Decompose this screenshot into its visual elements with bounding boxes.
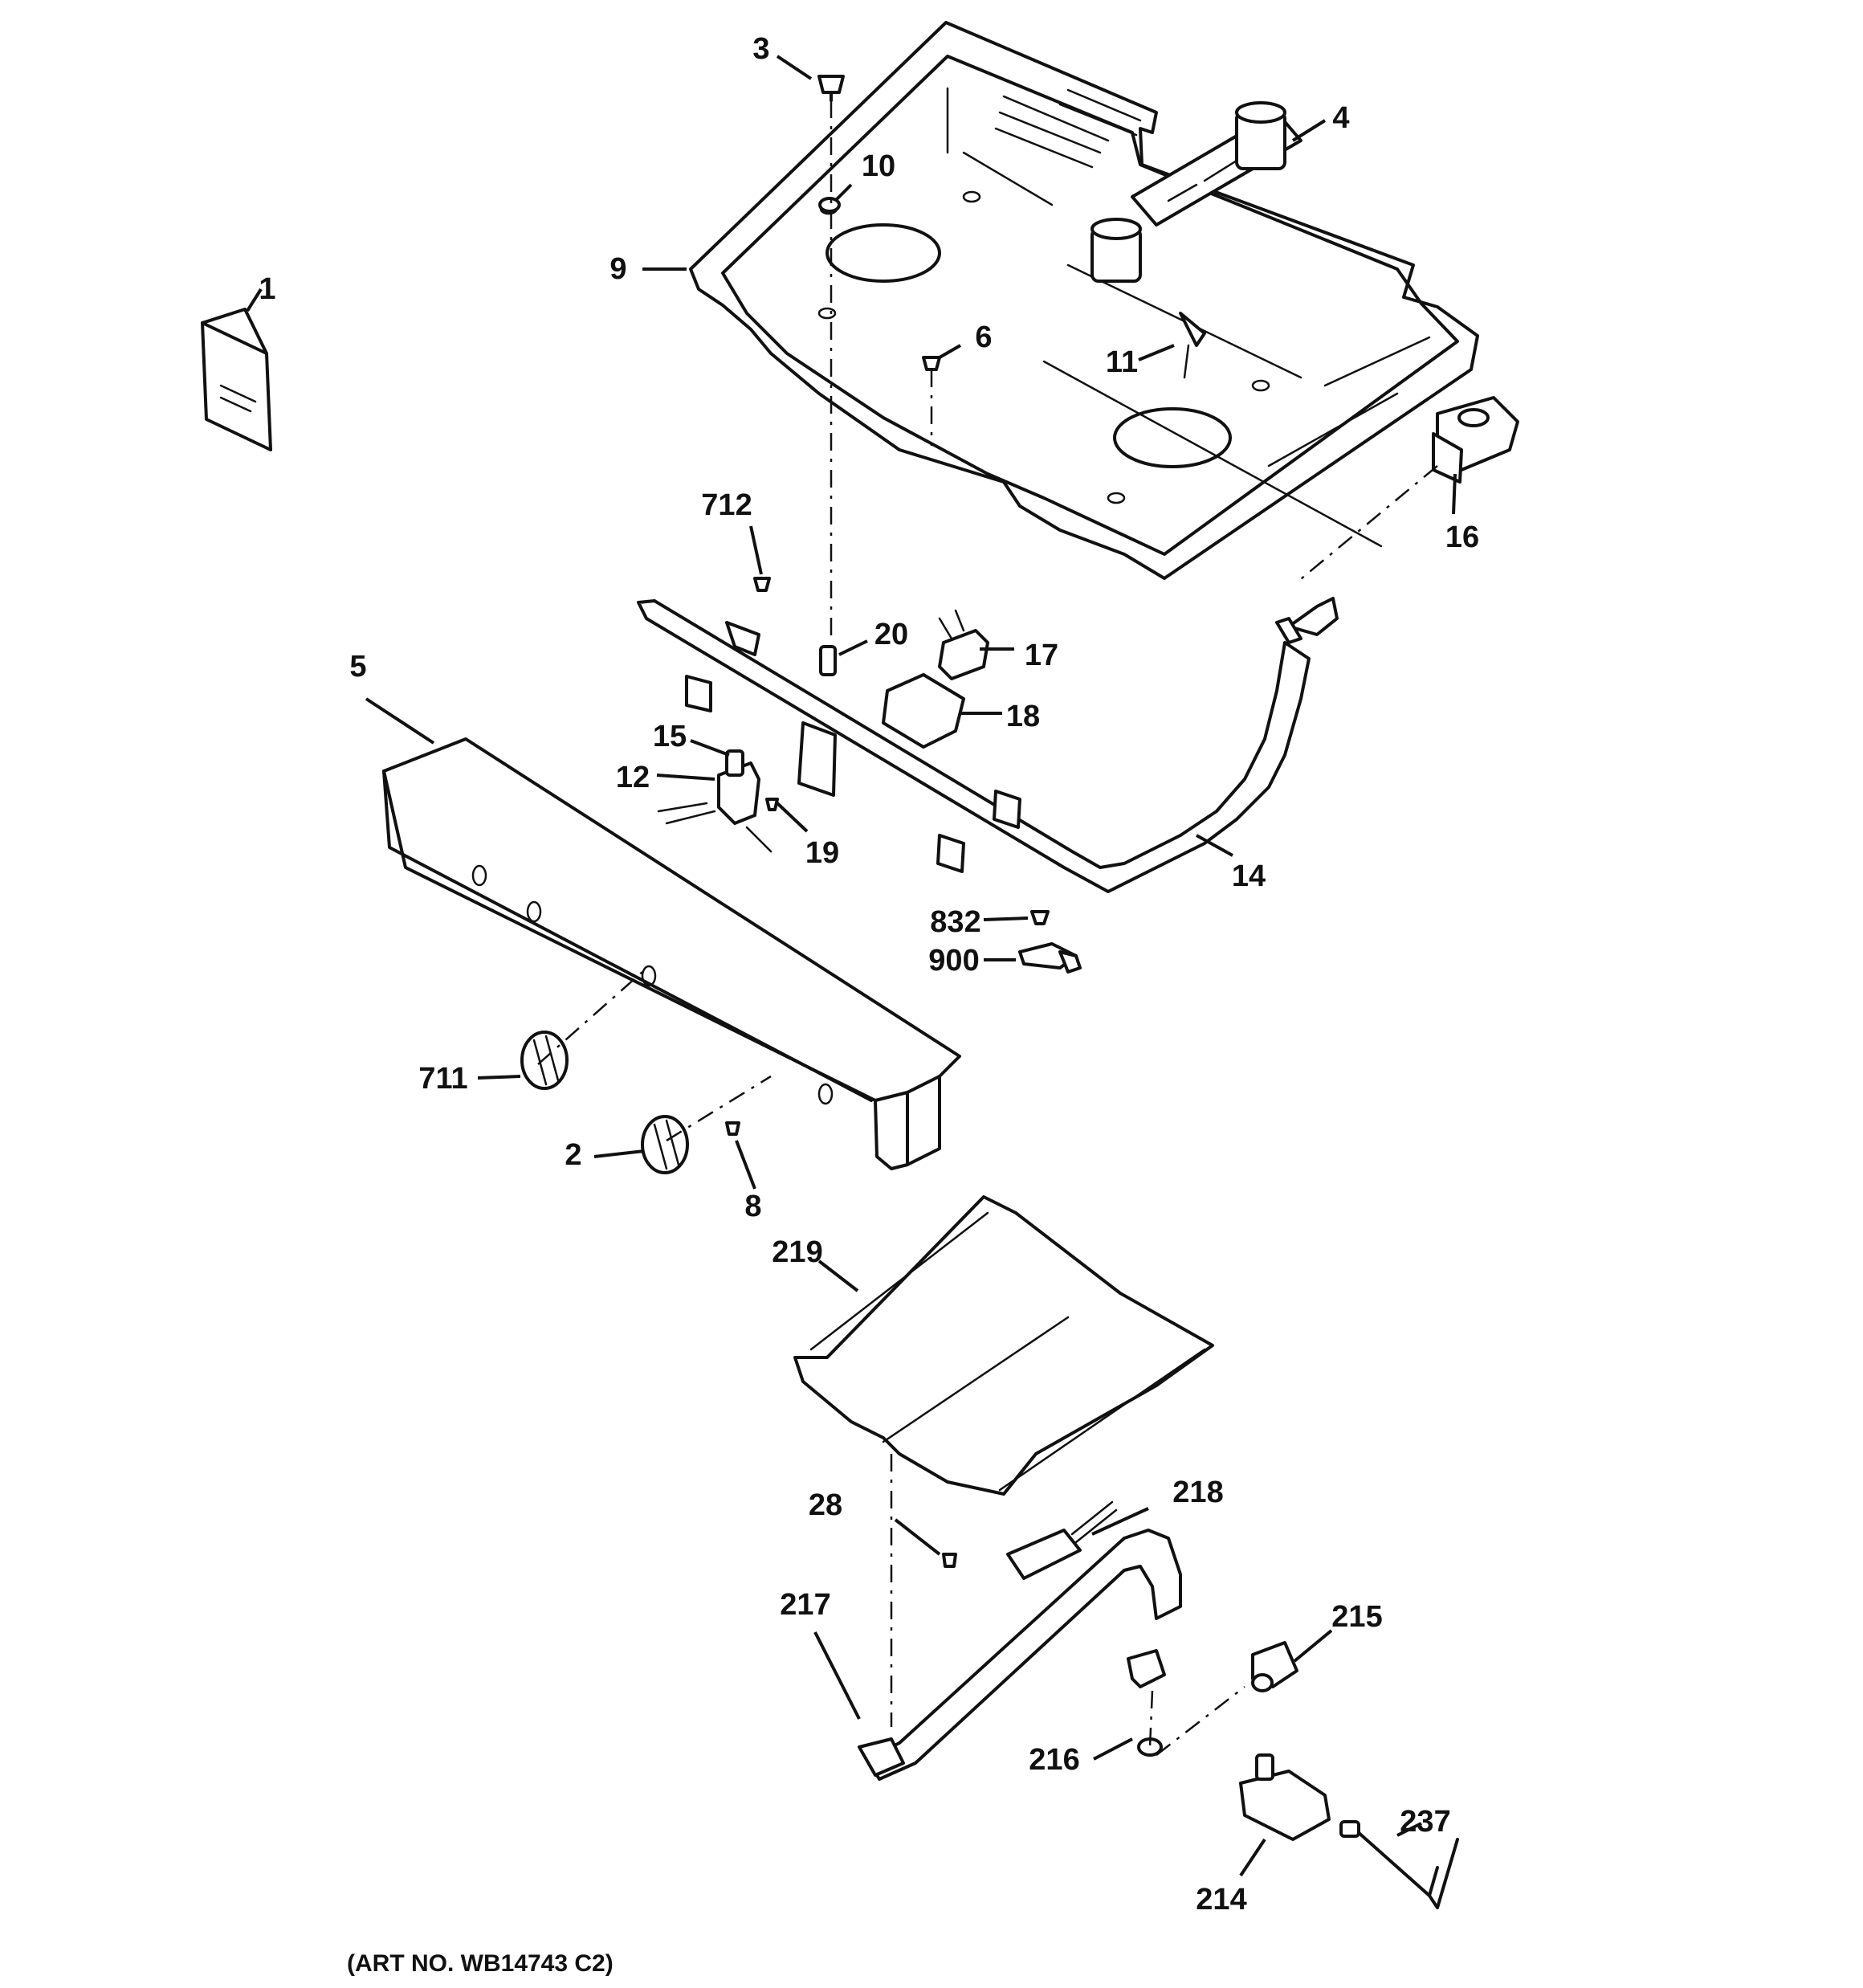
part-11-clip bbox=[1179, 312, 1206, 379]
callout-2: 2 bbox=[565, 1138, 581, 1172]
part-9-burner-box bbox=[689, 21, 1479, 580]
art-number-caption: (ART NO. WB14743 C2) bbox=[347, 1950, 614, 1977]
callout-216: 216 bbox=[1029, 1743, 1079, 1777]
callout-12: 12 bbox=[616, 761, 650, 794]
callout-17: 17 bbox=[1025, 639, 1058, 672]
part-900-bracket bbox=[1018, 942, 1082, 974]
callout-214: 214 bbox=[1196, 1883, 1246, 1917]
part-237-tube bbox=[1339, 1820, 1459, 1909]
callout-900: 900 bbox=[928, 944, 979, 978]
part-19-screw bbox=[765, 798, 779, 811]
callout-9: 9 bbox=[609, 252, 626, 286]
part-14-bracket bbox=[637, 597, 1339, 893]
callout-711: 711 bbox=[418, 1062, 467, 1096]
part-10-grommet bbox=[818, 197, 841, 213]
part-28-clip bbox=[942, 1553, 957, 1568]
part-4-burners bbox=[1090, 101, 1302, 283]
callout-28: 28 bbox=[809, 1488, 842, 1522]
callout-217: 217 bbox=[780, 1588, 830, 1622]
callout-4: 4 bbox=[1332, 101, 1349, 135]
part-1-envelope bbox=[201, 308, 272, 451]
part-3-screw bbox=[817, 75, 845, 102]
part-215-bracket bbox=[1251, 1641, 1298, 1692]
part-17-switch bbox=[938, 609, 989, 680]
callout-1: 1 bbox=[259, 272, 275, 306]
part-832-screw bbox=[1030, 910, 1050, 925]
callout-10: 10 bbox=[862, 149, 895, 183]
part-219-shield bbox=[793, 1195, 1214, 1496]
part-217-burner-tube bbox=[858, 1529, 1182, 1781]
part-18-module bbox=[882, 673, 965, 749]
part-712-screw bbox=[753, 577, 771, 592]
part-6-screw bbox=[922, 356, 941, 371]
callout-8: 8 bbox=[744, 1190, 761, 1223]
callout-16: 16 bbox=[1445, 520, 1479, 554]
callout-15: 15 bbox=[653, 720, 687, 753]
callout-218: 218 bbox=[1172, 1476, 1223, 1509]
part-2-knob bbox=[641, 1115, 689, 1174]
callout-3: 3 bbox=[752, 32, 769, 66]
callout-20: 20 bbox=[874, 618, 908, 651]
callout-215: 215 bbox=[1331, 1600, 1382, 1634]
callout-14: 14 bbox=[1232, 859, 1266, 893]
callout-219: 219 bbox=[772, 1235, 822, 1269]
part-5-control-panel bbox=[382, 737, 961, 1170]
part-8-screw bbox=[725, 1121, 740, 1136]
callout-237: 237 bbox=[1400, 1805, 1450, 1839]
part-711-knob bbox=[520, 1031, 569, 1090]
alignment-lines bbox=[537, 100, 1438, 1756]
callout-labels: 1 2 3 4 5 6 8 9 10 11 12 14 15 16 17 18 … bbox=[259, 32, 1479, 1917]
callout-712: 712 bbox=[701, 488, 752, 522]
leader-lines bbox=[246, 55, 1457, 1877]
callout-832: 832 bbox=[930, 905, 980, 939]
part-20-spacer bbox=[819, 645, 837, 676]
callout-5: 5 bbox=[349, 650, 366, 684]
part-16-valve bbox=[1432, 396, 1519, 484]
callout-6: 6 bbox=[975, 320, 992, 354]
callout-18: 18 bbox=[1006, 700, 1040, 733]
part-216-nut bbox=[1127, 1649, 1166, 1757]
part-15-12-switch bbox=[657, 721, 837, 853]
part-218-connector bbox=[1006, 1500, 1118, 1580]
callout-19: 19 bbox=[805, 836, 839, 870]
callout-11: 11 bbox=[1106, 345, 1138, 379]
part-214-valve bbox=[1239, 1753, 1331, 1841]
